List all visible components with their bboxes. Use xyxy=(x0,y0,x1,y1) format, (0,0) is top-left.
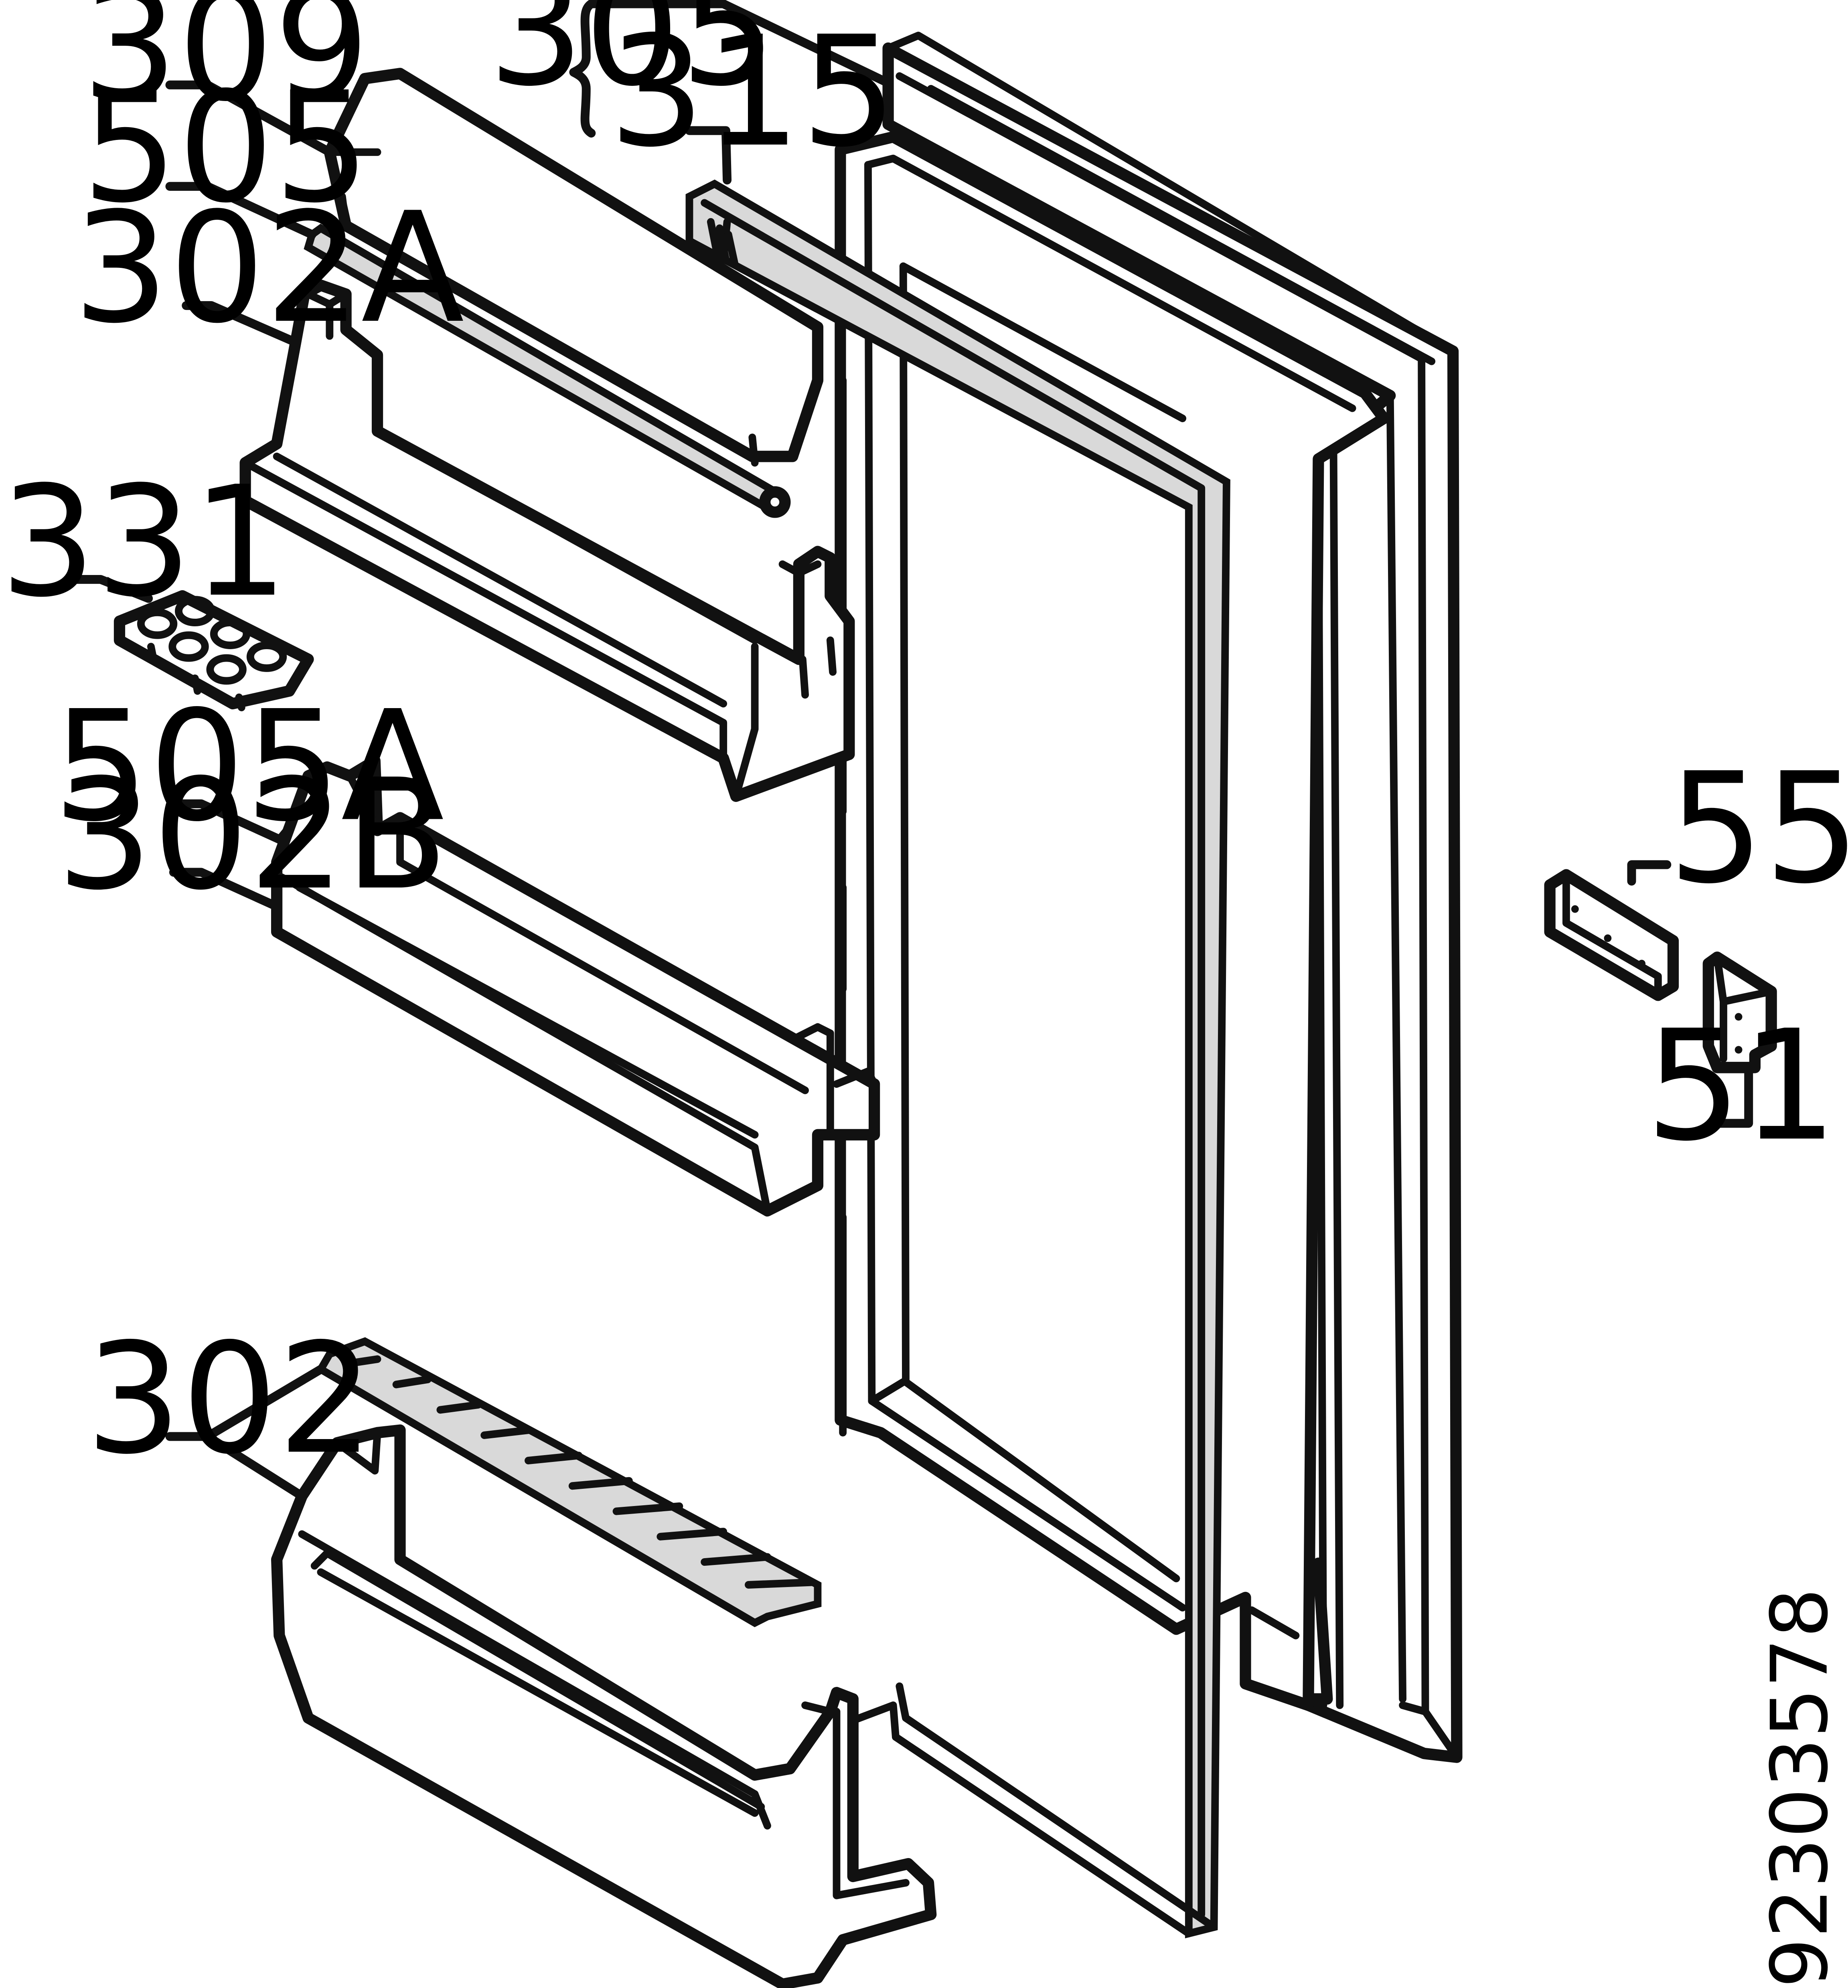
label-513: 513 xyxy=(1645,998,1848,1175)
label-505: 505 xyxy=(82,59,370,237)
door-inner-liner xyxy=(835,131,1390,1711)
label-302A: 302A xyxy=(73,180,465,357)
door-shelf-302B xyxy=(271,755,880,1217)
label-552: 552 xyxy=(1668,740,1848,917)
label-302B: 302B xyxy=(57,747,448,924)
label-505A: 505A xyxy=(53,678,445,855)
hinge-plate xyxy=(1544,869,1679,1001)
bottle-shelf xyxy=(271,1424,937,1988)
door-gasket xyxy=(685,179,1230,1939)
label-302: 302 xyxy=(85,1311,373,1488)
label-331: 331 xyxy=(0,454,288,631)
door-shelf-302A xyxy=(239,279,855,802)
drawing-number: 92303578 xyxy=(1755,1588,1845,1988)
egg-tray xyxy=(113,590,314,711)
shelf-cover xyxy=(324,68,824,467)
label-309: 309 xyxy=(82,0,370,135)
label-315: 315 xyxy=(609,4,897,181)
rod-505 xyxy=(304,223,791,518)
hinge-bracket xyxy=(1702,951,1777,1073)
bottle-rack xyxy=(316,1337,822,1628)
leader-lines xyxy=(65,0,1753,1501)
label-305: 305 xyxy=(488,0,776,120)
